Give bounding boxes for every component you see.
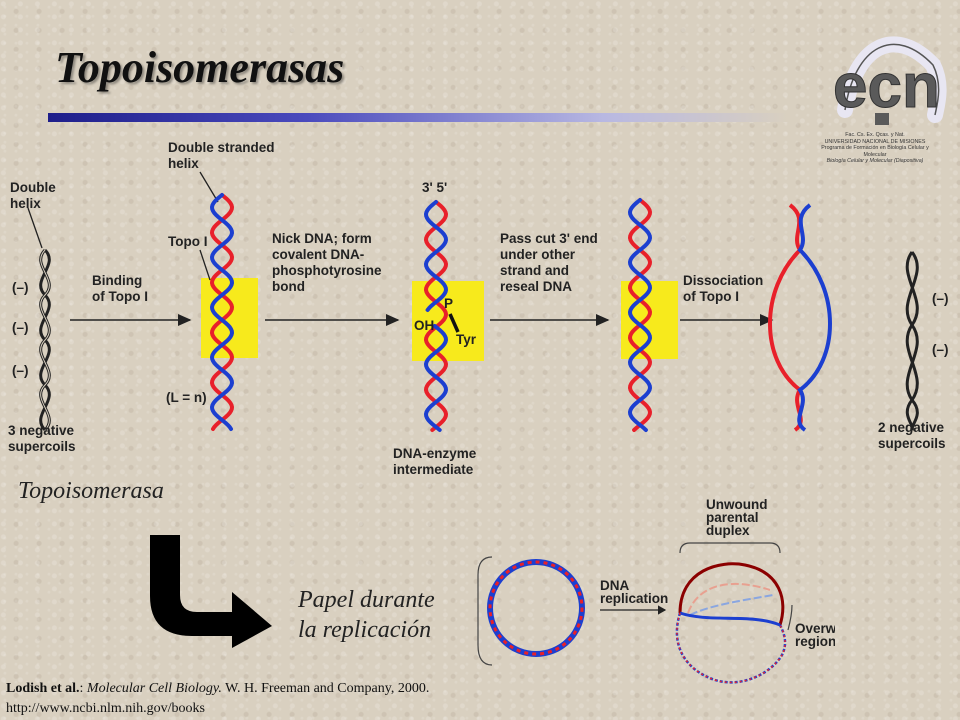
red-strand — [627, 198, 653, 432]
dna-helix-3 — [627, 198, 653, 432]
label-parental: parental — [706, 510, 759, 525]
logo-line: Molecular — [863, 151, 887, 158]
label-double-helix-2: helix — [10, 196, 41, 211]
label-unwound: Unwound — [706, 497, 767, 512]
blue-strand — [627, 198, 653, 432]
step1-label: of Topo I — [92, 289, 148, 304]
label-replication: replication — [600, 591, 668, 606]
caption-role-line: la replicación — [298, 617, 432, 643]
step1-label: Binding — [92, 273, 142, 288]
label-topo-i: Topo I — [168, 234, 208, 249]
label-oh: OH — [414, 318, 434, 333]
citation-author: Lodish et al. — [6, 681, 80, 696]
caption-role-line: Papel durante — [298, 587, 435, 613]
logo-line: Programa de Formación en Biología Celula… — [821, 145, 929, 151]
label-3-negative: 3 negative — [8, 423, 75, 438]
supercoiled-dna-right — [905, 251, 919, 431]
label-double-helix-1: Double — [10, 180, 56, 195]
neg-mark: (–) — [12, 363, 29, 378]
slide-title: Topoisomerasas — [55, 43, 345, 92]
label-dna-enzyme: DNA-enzyme — [393, 446, 477, 461]
neg-mark: (–) — [12, 280, 29, 295]
step3-label: Pass cut 3' end — [500, 231, 598, 246]
citation-line-1: Lodish et al.: Molecular Cell Biology. W… — [6, 679, 429, 699]
neg-mark: (–) — [12, 320, 29, 335]
circular-dna — [487, 559, 585, 657]
step4-label: Dissociation — [683, 273, 763, 288]
citation-publisher: W. H. Freeman and Company, 2000. — [221, 681, 430, 696]
dna-helix-2 — [423, 200, 449, 432]
dna-helix-1 — [209, 193, 235, 431]
step3-label: under other — [500, 247, 576, 262]
label-dna: DNA — [600, 578, 629, 593]
logo-subline: Biología Celular y Molecular (Diapositiv… — [826, 158, 924, 164]
logo-mark: ecn — [833, 52, 940, 121]
red-strand — [423, 200, 449, 432]
topo-enzyme-1 — [201, 278, 258, 358]
label-3-5-ends: 3' 5' — [422, 180, 447, 195]
label-region: region — [795, 634, 835, 649]
label-intermediate: intermediate — [393, 462, 474, 477]
logo-line: UNIVERSIDAD NACIONAL DE MISIONES — [824, 138, 926, 145]
ecn-logo: ecn — [833, 36, 947, 125]
step2-label: Nick DNA; form — [272, 231, 372, 246]
step2-label: covalent DNA- — [272, 247, 364, 262]
caption-topoisomerasa: Topoisomerasa — [18, 478, 164, 504]
topoisomerase-mechanism-figure: Double helix (–) (–) (–) 3 negative supe… — [8, 140, 949, 477]
topo-enzyme-2 — [412, 281, 484, 361]
logo-caption: Fac. Cs. Ex. Qcas. y Nat. UNIVERSIDAD NA… — [795, 132, 955, 165]
label-duplex: duplex — [706, 523, 750, 538]
label-supercoils: supercoils — [8, 439, 76, 454]
citation: Lodish et al.: Molecular Cell Biology. W… — [6, 679, 429, 719]
label-tyr: Tyr — [456, 332, 477, 347]
citation-book: Molecular Cell Biology. — [86, 681, 222, 696]
replication-diagram: DNA replication Unwound parental duplex … — [477, 497, 835, 684]
label-phosphate: P — [444, 296, 453, 311]
title-underline-bar — [48, 113, 788, 122]
label-overwound: Overwound — [795, 621, 835, 636]
blue-strand — [797, 203, 832, 432]
step3-label: strand and — [500, 263, 569, 278]
citation-separator: : — [79, 681, 87, 696]
label-2-negative: 2 negative — [878, 420, 945, 435]
neg-mark-right: (–) — [932, 342, 949, 357]
red-strand — [768, 203, 803, 432]
step3-label: reseal DNA — [500, 279, 572, 294]
dna-helix-4 — [768, 203, 832, 432]
supercoiled-dna-left — [39, 248, 51, 432]
step2-label: phosphotyrosine — [272, 263, 382, 278]
label-double-stranded: Double stranded — [168, 140, 275, 155]
topo-enzyme-3 — [621, 281, 678, 359]
citation-url[interactable]: http://www.ncbi.nlm.nih.gov/books — [6, 701, 205, 716]
step2-label: bond — [272, 279, 305, 294]
label-supercoils-right: supercoils — [878, 436, 946, 451]
label-linking-number: (L = n) — [166, 390, 207, 405]
step4-label: of Topo I — [683, 289, 739, 304]
label-helix: helix — [168, 156, 199, 171]
blue-strand — [423, 200, 449, 432]
caption-role: Papel durante la replicación — [298, 585, 435, 645]
bent-arrow-icon — [150, 535, 272, 648]
blue-strand — [209, 193, 235, 431]
logo-line: Fac. Cs. Ex. Qcas. y Nat. — [845, 132, 905, 138]
red-strand — [209, 193, 235, 431]
neg-mark-right: (–) — [932, 291, 949, 306]
